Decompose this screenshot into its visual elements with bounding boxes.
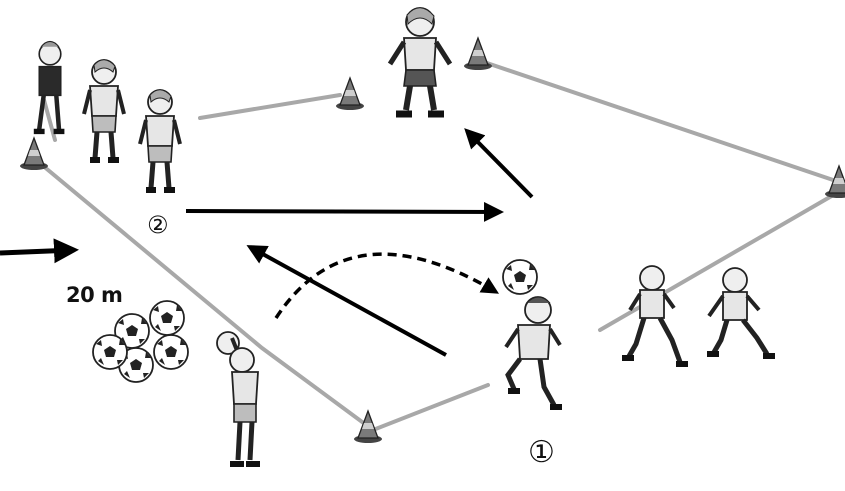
ball-icon — [149, 300, 185, 336]
cone-icon — [824, 165, 845, 199]
player-kicking-figure-icon — [504, 296, 562, 410]
cone-icon — [463, 37, 493, 71]
ball-icon — [153, 334, 189, 370]
position-marker-2: ② — [147, 211, 169, 239]
entry-arrow — [0, 238, 79, 264]
player-figure-icon — [140, 90, 180, 190]
player-running-figure-icon — [622, 265, 688, 367]
player-running-figure-icon — [707, 267, 775, 359]
diagonal-arrow — [464, 128, 534, 199]
goalkeeper-figure-icon — [387, 7, 453, 118]
distance-label: 20 m — [66, 283, 123, 307]
cone-icon — [19, 137, 49, 171]
ball-icon — [92, 334, 128, 370]
player-throwing-figure-icon — [216, 331, 260, 467]
pass-arrow — [246, 245, 447, 357]
ball-pile — [92, 300, 189, 383]
position-marker-1: ① — [528, 435, 555, 470]
lob-arrow — [274, 252, 500, 319]
player-figure-icon — [84, 60, 124, 160]
ball-icon — [502, 259, 538, 295]
run-arrow — [185, 201, 504, 222]
player-figure-icon — [33, 40, 65, 135]
